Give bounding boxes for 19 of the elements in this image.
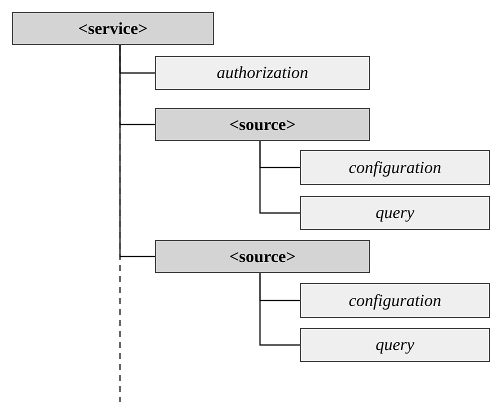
item-box <box>300 328 490 362</box>
connector-line <box>259 141 300 214</box>
item-box <box>155 56 370 90</box>
group-box <box>155 240 370 273</box>
group-title: <source> <box>229 114 296 134</box>
group-title: <service> <box>78 18 148 38</box>
connector-line <box>259 273 300 346</box>
item-box <box>300 196 490 230</box>
item-box <box>300 150 490 185</box>
item-label: authorization <box>216 63 308 83</box>
group-box <box>155 108 370 141</box>
group-box <box>12 12 214 45</box>
dashed-connector-line <box>119 45 121 402</box>
item-label: configuration <box>348 290 442 310</box>
item-label: configuration <box>348 158 442 178</box>
item-label: query <box>376 335 414 355</box>
item-box <box>300 283 490 318</box>
group-title: <source> <box>229 246 296 266</box>
item-label: query <box>376 203 414 223</box>
